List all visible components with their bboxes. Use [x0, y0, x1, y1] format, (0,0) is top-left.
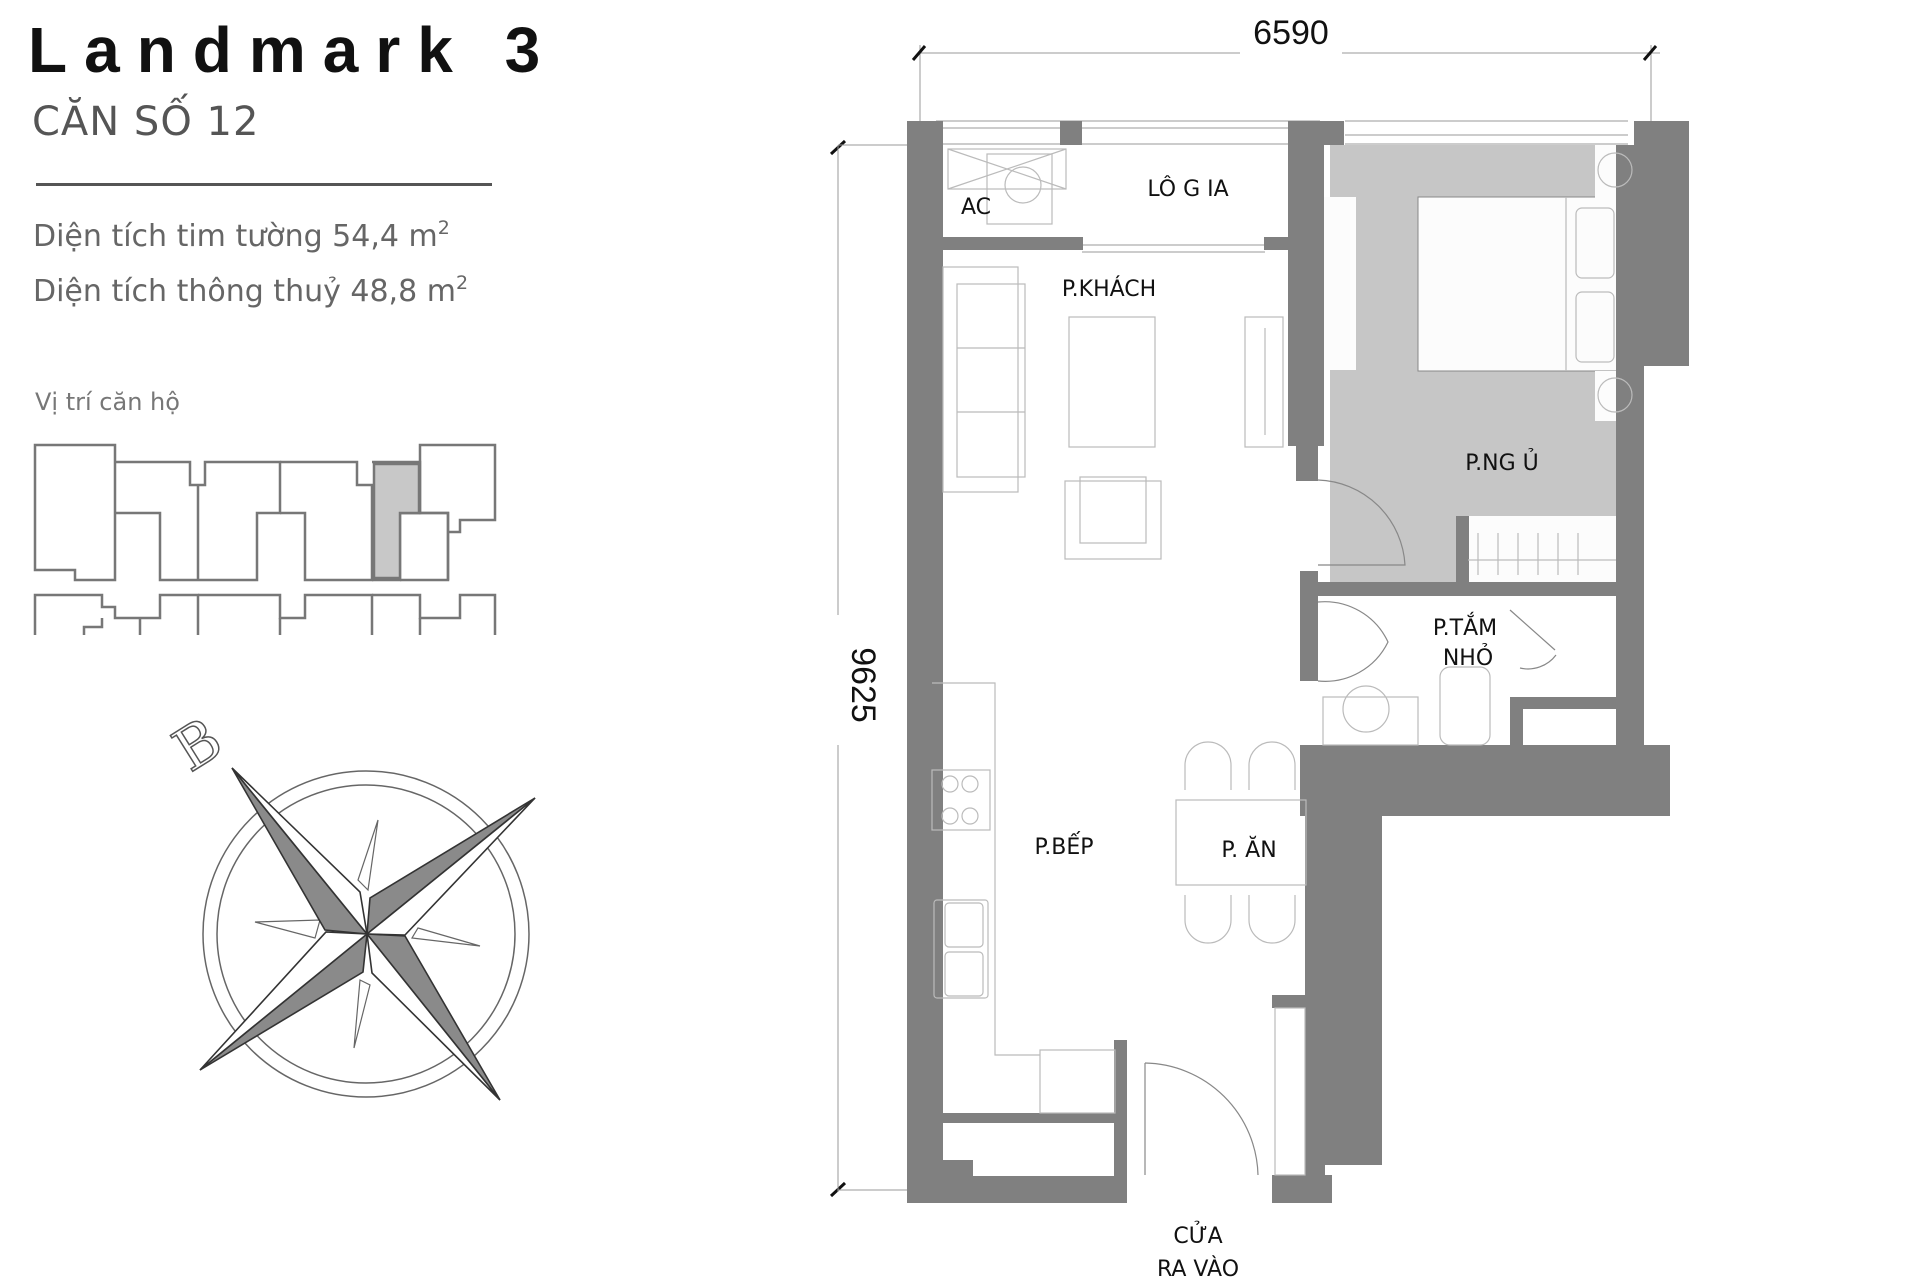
dimension-height: [837, 144, 912, 1192]
net-area-unit: 2: [455, 272, 469, 294]
gross-area-text: Diện tích tim tường 54,4 m: [33, 219, 438, 254]
gross-area-unit: 2: [437, 217, 450, 239]
unit-number: CĂN SỐ 12: [32, 99, 260, 145]
room-label-bath-2: NHỎ: [1443, 643, 1493, 671]
room-label-bedroom: P.NG Ủ: [1465, 448, 1538, 476]
dimension-width: [919, 45, 1660, 122]
divider: [36, 183, 492, 186]
net-area-text: Diện tích thông thuỷ 48,8 m: [33, 274, 456, 309]
room-label-living: P.KHÁCH: [1062, 276, 1156, 302]
gross-area: Diện tích tim tường 54,4 m2: [33, 219, 450, 254]
height-dimension: 9625: [844, 647, 882, 723]
walls: [907, 121, 1689, 1203]
width-dimension: 6590: [1253, 14, 1329, 52]
location-label: Vị trí căn hộ: [35, 388, 180, 416]
room-label-ac: AC: [961, 195, 991, 220]
room-label-kitchen: P.BẾP: [1034, 832, 1093, 860]
compass-rose-icon: B: [161, 704, 536, 1101]
room-label-logia: LÔ G IA: [1147, 176, 1228, 202]
project-title: Landmark 3: [28, 14, 558, 86]
room-label-dining: P. ĂN: [1221, 836, 1276, 863]
entry-label-2: RA VÀO: [1157, 1256, 1239, 1280]
entry-label-1: CỬA: [1173, 1222, 1222, 1249]
building-key-plan: [33, 443, 497, 635]
room-label-bath-1: P.TẮM: [1433, 612, 1497, 641]
net-area: Diện tích thông thuỷ 48,8 m2: [33, 274, 468, 309]
north-label: B: [161, 705, 233, 785]
